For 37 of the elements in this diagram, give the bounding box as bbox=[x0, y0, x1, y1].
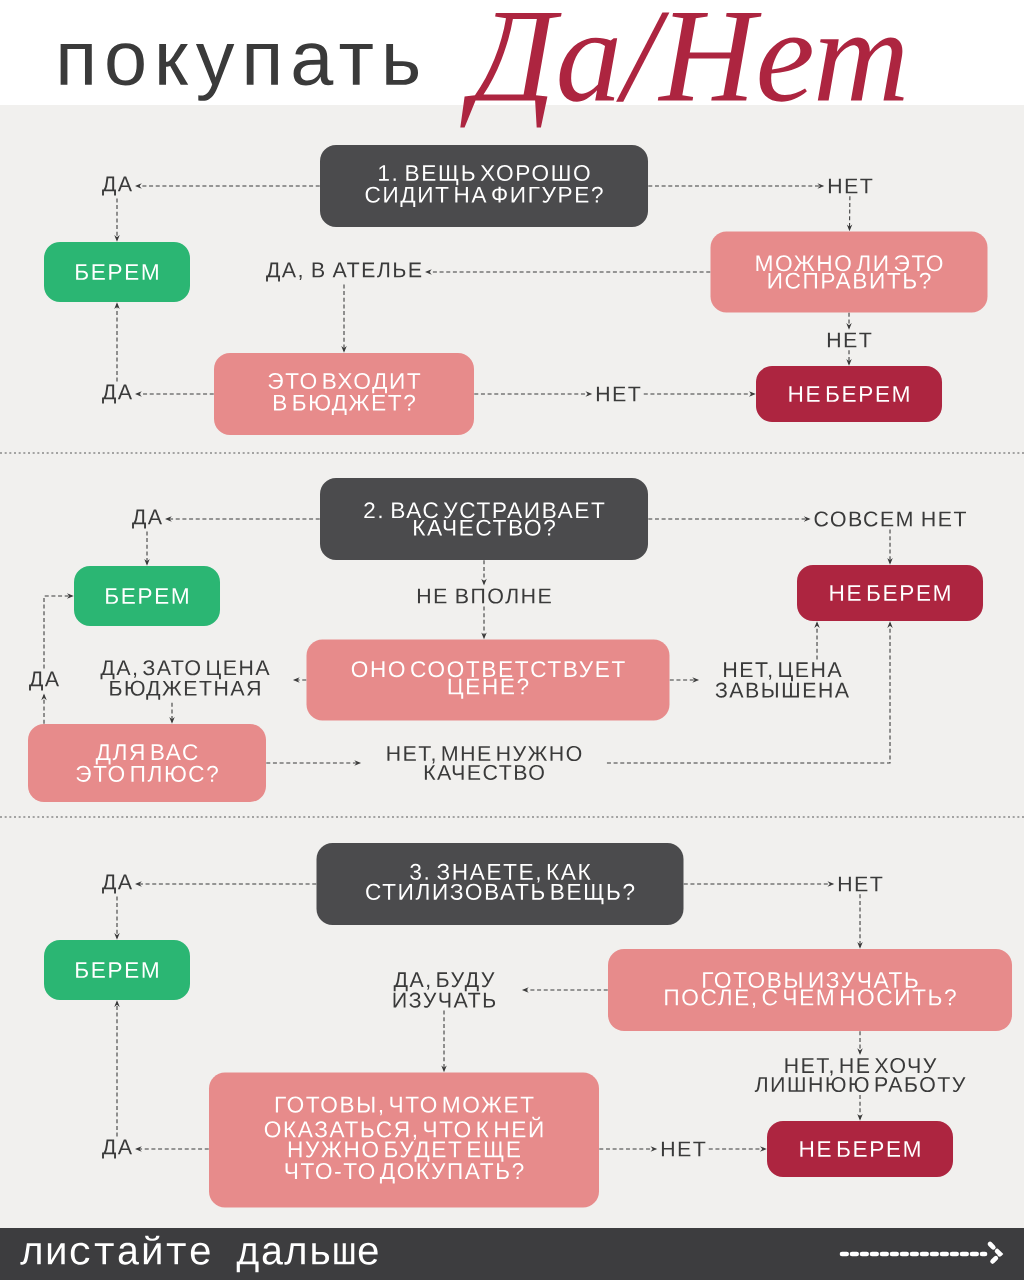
script-heading: Да/Нет bbox=[460, 12, 904, 128]
answer-label: ДА, В АТЕЛЬЕ bbox=[266, 262, 422, 282]
answer-label: НЕТ, ЦЕНА ЗАВЫШЕНА bbox=[715, 662, 849, 698]
answer-label: ДА bbox=[102, 874, 132, 894]
answer-label: ДА bbox=[102, 384, 132, 404]
result-box: НЕ БЕРЕМ bbox=[797, 565, 983, 621]
question-box: 1. ВЕЩЬ ХОРОШО СИДИТ НА ФИГУРЕ? bbox=[320, 145, 648, 227]
title: покупать bbox=[60, 43, 419, 101]
question-box: МОЖНО ЛИ ЭТО ИСПРАВИТЬ? bbox=[710, 231, 988, 313]
result-box: НЕ БЕРЕМ bbox=[756, 366, 942, 422]
result-box: НЕ БЕРЕМ bbox=[767, 1121, 953, 1177]
answer-label: НЕТ bbox=[596, 386, 641, 402]
answer-label: НЕТ bbox=[828, 178, 873, 194]
result-box: БЕРЕМ bbox=[74, 566, 220, 626]
question-box: ЭТО ВХОДИТ В БЮДЖЕТ? bbox=[214, 353, 474, 435]
question-box: ГОТОВЫ ИЗУЧАТЬ ПОСЛЕ, С ЧЕМ НОСИТЬ? bbox=[608, 949, 1012, 1031]
answer-label: НЕ ВПОЛНЕ bbox=[418, 588, 551, 604]
answer-label: НЕТ, МНЕ НУЖНО КАЧЕСТВО bbox=[387, 746, 582, 781]
answer-label: ДА bbox=[102, 1139, 132, 1159]
answer-label: ДА bbox=[102, 176, 132, 196]
footer-text: листайте дальше bbox=[20, 1235, 378, 1273]
result-box: БЕРЕМ bbox=[44, 940, 190, 1000]
answer-label: НЕТ bbox=[838, 876, 883, 892]
answer-label: ДА bbox=[29, 671, 59, 691]
answer-label: ДА, БУДУ ИЗУЧАТЬ bbox=[393, 972, 496, 1008]
question-box: ГОТОВЫ, ЧТО МОЖЕТ ОКАЗАТЬСЯ, ЧТО К НЕЙ НУЖНО БУДЕТ ЕЩЕ ЧТО-ТО ДОКУПАТЬ? bbox=[209, 1072, 599, 1208]
answer-label: ДА, ЗАТО ЦЕНА БЮДЖЕТНАЯ bbox=[100, 660, 270, 700]
answer-label: НЕТ bbox=[661, 1141, 706, 1157]
question-box: 2. ВАС УСТРАИВАЕТ КАЧЕСТВО? bbox=[320, 478, 648, 560]
answer-label: ДА bbox=[132, 509, 162, 529]
question-box: ОНО СООТВЕТСТВУЕТ ЦЕНЕ? bbox=[306, 639, 670, 721]
answer-label: НЕТ, НЕ ХОЧУ ЛИШНЮЮ РАБОТУ bbox=[754, 1058, 966, 1093]
answer-label: СОВСЕМ НЕТ bbox=[814, 511, 966, 527]
question-box: ДЛЯ ВАС ЭТО ПЛЮС? bbox=[28, 724, 266, 802]
result-box: БЕРЕМ bbox=[44, 242, 190, 302]
question-box: 3. ЗНАЕТЕ, КАК СТИЛИЗОВАТЬ ВЕЩЬ? bbox=[316, 843, 684, 925]
answer-label: НЕТ bbox=[827, 332, 872, 348]
